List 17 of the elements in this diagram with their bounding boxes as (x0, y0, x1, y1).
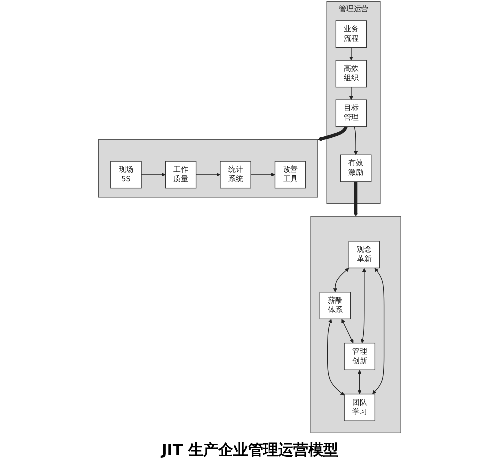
arrow (328, 319, 345, 396)
arrow (350, 47, 354, 61)
cluster (310, 216, 402, 434)
arrow (372, 268, 385, 394)
arrow (354, 182, 358, 217)
arrow (354, 126, 358, 156)
arrow (342, 319, 354, 344)
arrow (360, 268, 366, 344)
caption: JIT 生产企业管理运营模型 (162, 441, 338, 460)
arrow (318, 126, 348, 142)
arrow (141, 172, 166, 177)
arrow (250, 172, 276, 177)
cluster (98, 139, 318, 198)
arrow (333, 268, 350, 293)
arrow (358, 370, 362, 394)
arrow (350, 86, 354, 100)
arrow (196, 172, 221, 177)
